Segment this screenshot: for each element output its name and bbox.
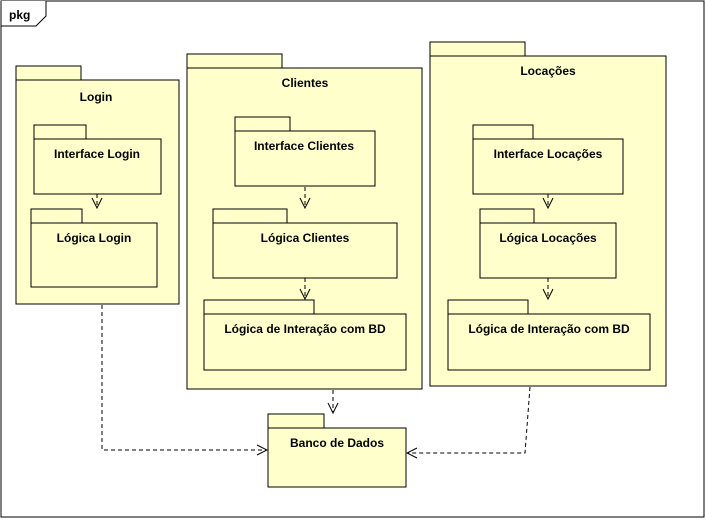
package-logica-clientes[interactable]: Lógica Clientes xyxy=(212,208,398,279)
logica-login-label: Lógica Login xyxy=(57,231,132,245)
interface-clientes-label: Interface Clientes xyxy=(254,139,354,153)
package-locacoes[interactable]: Locações Interface Locações Lógica Locaç… xyxy=(429,41,667,387)
interacao-bd-locacoes-label: Lógica de Interação com BD xyxy=(468,322,630,336)
package-clientes[interactable]: Clientes Interface Clientes Lógica Clien… xyxy=(186,53,423,390)
package-interface-login[interactable]: Interface Login xyxy=(33,124,162,195)
dep-login-to-banco xyxy=(101,305,267,450)
package-interacao-bd-clientes[interactable]: Lógica de Interação com BD xyxy=(203,299,407,371)
interface-login-label: Interface Login xyxy=(54,147,140,161)
interface-locacoes-label: Interface Locações xyxy=(494,147,603,161)
package-clientes-tab xyxy=(186,53,283,69)
dep-locacoes-to-banco xyxy=(407,386,531,453)
dependencies xyxy=(97,187,548,453)
package-locacoes-tab xyxy=(429,41,526,57)
package-interface-locacoes[interactable]: Interface Locações xyxy=(472,124,624,195)
package-interacao-bd-locacoes[interactable]: Lógica de Interação com BD xyxy=(447,299,651,371)
package-login-tab xyxy=(15,65,82,81)
banco-de-dados-label: Banco de Dados xyxy=(290,436,384,450)
package-clientes-title: Clientes xyxy=(282,76,329,90)
frame-tab xyxy=(0,1,47,27)
package-interface-clientes[interactable]: Interface Clientes xyxy=(234,116,376,187)
logica-locacoes-label: Lógica Locações xyxy=(499,231,597,245)
frame-label: pkg xyxy=(9,8,30,22)
package-login[interactable]: Login Interface Login Lógica Login xyxy=(15,65,180,305)
package-banco-body xyxy=(267,427,407,488)
package-banco-de-dados[interactable]: Banco de Dados xyxy=(267,413,407,488)
package-login-title: Login xyxy=(80,90,113,104)
interacao-bd-clientes-label: Lógica de Interação com BD xyxy=(224,322,386,336)
package-logica-login[interactable]: Lógica Login xyxy=(30,208,158,288)
package-banco-tab xyxy=(267,413,325,429)
logica-clientes-label: Lógica Clientes xyxy=(261,231,350,245)
package-logica-locacoes[interactable]: Lógica Locações xyxy=(479,208,617,279)
package-locacoes-title: Locações xyxy=(520,64,576,78)
